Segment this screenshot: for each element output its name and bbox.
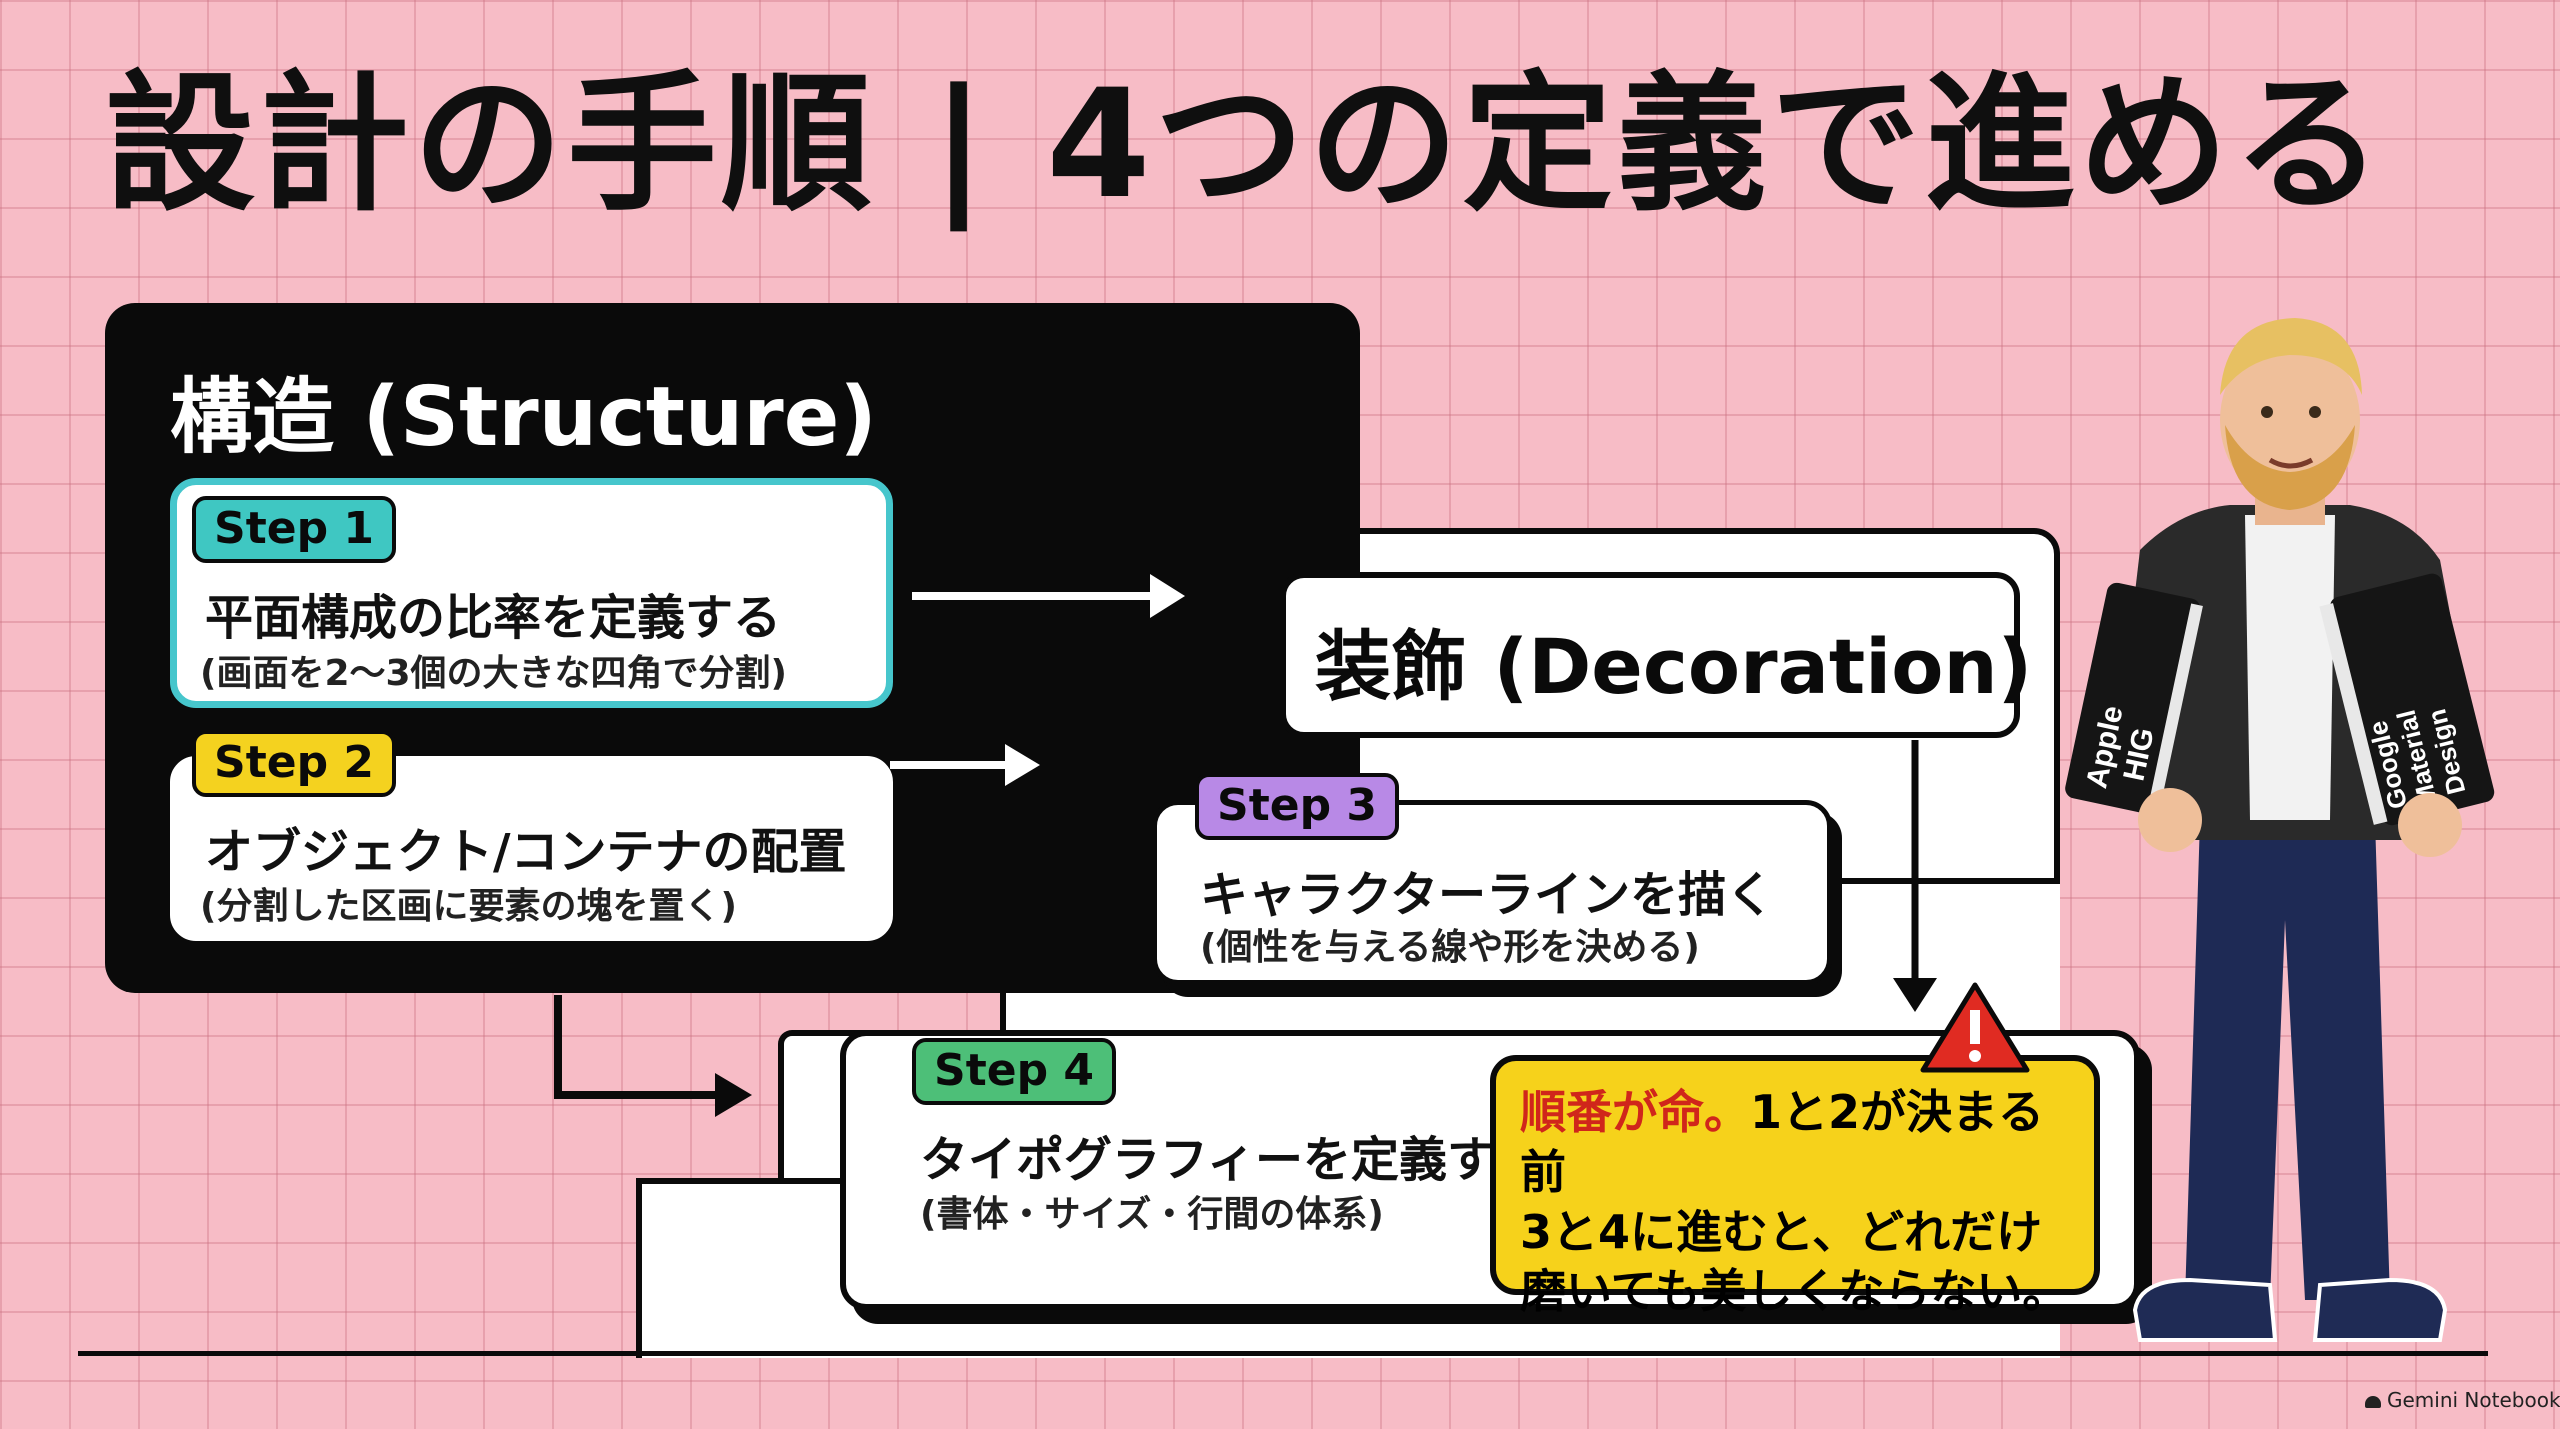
- arrow-structure-to-step4: [554, 995, 752, 1117]
- warning-line-2: 3と4に進むと、どれだけ: [1520, 1204, 2043, 1259]
- step2-title: オブジェクト/コンテナの配置: [205, 824, 847, 880]
- warning-box: 順番が命。1と2が決まる前 3と4に進むと、どれだけ 磨いても美しくならない。: [1490, 1055, 2100, 1318]
- arrow-decoration-down: [1893, 740, 1937, 1012]
- structure-panel-stair-extension: [860, 500, 1210, 830]
- warning-icon: [1920, 982, 2030, 1073]
- step3-badge: Step 3: [1195, 773, 1399, 840]
- step1-title: 平面構成の比率を定義する: [205, 590, 782, 646]
- footer-brand-label: Gemini Notebook: [2387, 1388, 2560, 1412]
- step1-subtitle: (画面を2〜3個の大きな四角で分割): [200, 653, 788, 694]
- warning-line-3: 磨いても美しくならない。: [1520, 1264, 2069, 1319]
- step2-subtitle: (分割した区画に要素の塊を置く): [200, 886, 737, 927]
- structure-heading: 構造 (Structure): [170, 370, 877, 465]
- ground-line: [78, 1351, 2488, 1356]
- step4-subtitle: (書体・サイズ・行間の体系): [920, 1194, 1384, 1235]
- step1-badge: Step 1: [192, 496, 396, 563]
- step2-card: [170, 756, 893, 941]
- decoration-heading: 装飾 (Decoration): [1315, 622, 2033, 711]
- step3-subtitle: (個性を与える線や形を決める): [1200, 927, 1700, 968]
- left-shoe: [2132, 1277, 2278, 1342]
- book-apple-hig: Apple HIG: [2065, 582, 2203, 815]
- person-illustration: Apple HIG Google Material Design: [2065, 318, 2495, 1342]
- book-google-material: Google Material Design: [2319, 573, 2495, 826]
- page-title: 設計の手順 | 4つの定義で進める: [105, 58, 2387, 232]
- person-shirt: [2245, 515, 2335, 820]
- step2-badge: Step 2: [192, 730, 396, 797]
- arrow-step2-to-stairs: [890, 744, 1040, 786]
- decoration-panel: [1280, 572, 2020, 738]
- step4-badge: Step 4: [912, 1038, 1116, 1105]
- step3-title: キャラクターラインを描く: [1200, 867, 1775, 923]
- warning-highlight: 順番が命。: [1520, 1085, 1750, 1139]
- warning-line-1: 順番が命。1と2が決まる前: [1520, 1083, 2070, 1203]
- notebook-icon: [2365, 1395, 2381, 1408]
- footer-brand: Gemini Notebook: [2365, 1388, 2560, 1412]
- warning-line-1-rest: 1と2が決まる前: [1520, 1085, 2045, 1199]
- arrow-step1-to-step2: [912, 574, 1185, 618]
- person-pants: [2185, 820, 2390, 1300]
- step4-title: タイポグラフィーを定義する: [920, 1132, 1544, 1188]
- right-shoe: [2312, 1277, 2448, 1342]
